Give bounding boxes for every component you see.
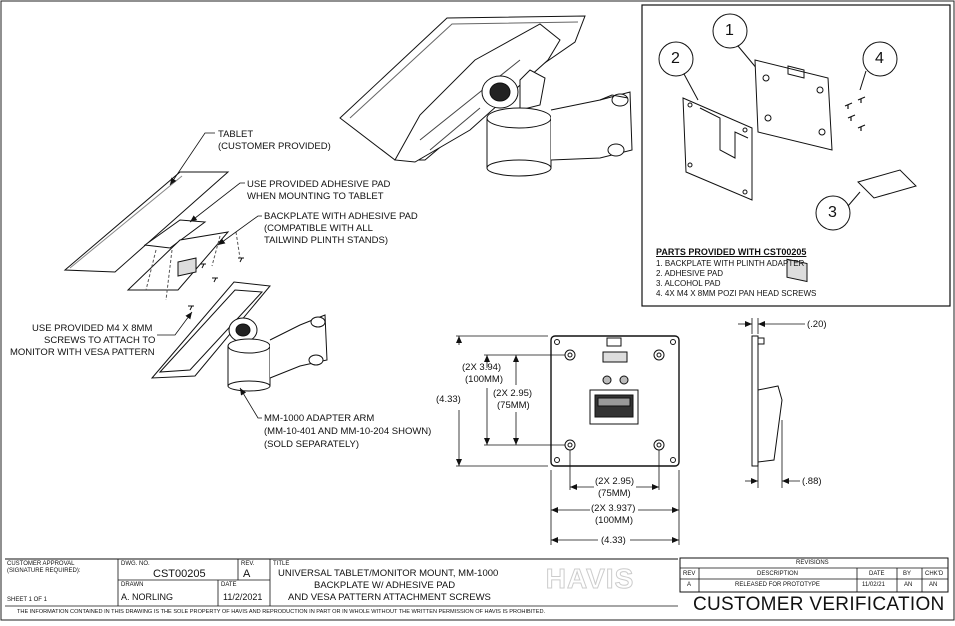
rev-col-chkd: CHK'D [925, 571, 944, 577]
title-block-grid [5, 557, 949, 607]
parts-heading: PARTS PROVIDED WITH CST00205 [656, 247, 807, 257]
customer-verification-stamp: CUSTOMER VERIFICATION [693, 594, 945, 615]
balloon-1-label: 1 [725, 22, 734, 39]
balloon-2-label: 2 [671, 50, 680, 67]
callout-screws-line3: MONITOR WITH VESA PATTERN [10, 347, 155, 358]
balloon-4-label: 4 [875, 50, 884, 67]
front-view [550, 335, 680, 467]
callout-tablet-line2: (CUSTOMER PROVIDED) [218, 141, 331, 152]
tb-approval-line2: (SIGNATURE REQUIRED): [7, 568, 81, 574]
dim-horiz-433: (4.33) [601, 535, 626, 546]
tb-sheet: SHEET 1 OF 1 [7, 597, 47, 603]
assembled-mount-view [339, 15, 633, 177]
parts-item-2: 2. ADHESIVE PAD [656, 269, 723, 278]
callout-backplate-line2: (COMPATIBLE WITH ALL [264, 223, 373, 234]
parts-item-4: 4. 4X M4 X 8MM POZI PAN HEAD SCREWS [656, 289, 817, 298]
dim-vert-295-b: (75MM) [497, 400, 530, 411]
rev-header: REVISIONS [796, 560, 829, 566]
callout-arm-line2: (MM-10-401 AND MM-10-204 SHOWN) [264, 426, 432, 437]
rev-row-rev: A [687, 582, 692, 588]
dim-horiz-295-a: (2X 2.95) [595, 476, 635, 487]
tb-dwg-no: CST00205 [153, 568, 206, 580]
callout-backplate-line3: TAILWIND PLINTH STANDS) [264, 235, 389, 246]
tablet-outline [63, 171, 230, 273]
balloon-2 [658, 41, 694, 77]
rev-row-by: AN [904, 582, 913, 588]
dim-vert-433: (4.33) [436, 394, 461, 405]
dim-side-88: (.88) [802, 476, 822, 487]
dim-vert-295-a: (2X 2.95) [493, 388, 533, 399]
rev-row-chkd: AN [929, 582, 938, 588]
rev-col-description: DESCRIPTION [757, 571, 799, 577]
tb-notice: THE INFORMATION CONTAINED IN THIS DRAWIN… [17, 609, 546, 615]
balloon-3 [815, 195, 851, 231]
tb-title-line1: UNIVERSAL TABLET/MONITOR MOUNT, MM-1000 [278, 568, 499, 579]
parts-illustration [658, 13, 917, 283]
tb-title-label: TITLE [273, 561, 290, 567]
callout-adhesive-line2: WHEN MOUNTING TO TABLET [247, 191, 384, 202]
dim-horiz-3937-b: (100MM) [595, 515, 634, 526]
callout-screws-line1: USE PROVIDED M4 X 8MM [32, 323, 153, 334]
rev-col-date: DATE [869, 571, 885, 577]
tb-approval-line1: CUSTOMER APPROVAL [7, 561, 75, 567]
parts-box [641, 4, 951, 307]
tb-title-line2: BACKPLATE W/ ADHESIVE PAD [314, 580, 456, 591]
callout-screws-line2: SCREWS TO ATTACH TO [44, 335, 156, 346]
callout-arm-line3: (SOLD SEPARATELY) [264, 439, 360, 450]
havis-logo: HAVIS [546, 563, 635, 594]
callout-arm-line1: MM-1000 ADAPTER ARM [264, 413, 375, 424]
dim-horiz-3937-a: (2X 3.937) [591, 503, 636, 514]
rev-col-rev: REV [683, 571, 696, 577]
tb-rev: A [243, 568, 251, 580]
dim-horiz-295-b: (75MM) [598, 488, 631, 499]
tb-rev-label: REV. [241, 561, 255, 567]
callout-leaders [157, 132, 262, 419]
tb-drawn: A. NORLING [121, 592, 174, 602]
tb-dwg-no-label: DWG. NO. [121, 561, 150, 567]
dim-vert-394-a: (2X 3.94) [462, 362, 502, 373]
dimension-lines [456, 318, 805, 545]
dim-vert-394-b: (100MM) [465, 374, 504, 385]
parts-item-3: 3. ALCOHOL PAD [656, 279, 721, 288]
rev-row-description: RELEASED FOR PROTOTYPE [735, 582, 820, 588]
tb-date: 11/2/2021 [223, 592, 263, 602]
backplate-outline [126, 231, 230, 291]
tb-title-line3: AND VESA PATTERN ATTACHMENT SCREWS [288, 592, 491, 603]
side-view [751, 335, 783, 467]
parts-item-1: 1. BACKPLATE WITH PLINTH ADAPTER [656, 259, 805, 268]
rev-col-by: BY [903, 571, 912, 577]
tb-date-label: DATE [221, 582, 237, 588]
tb-drawn-label: DRAWN [121, 582, 144, 588]
balloon-1 [712, 13, 748, 49]
callout-tablet-line1: TABLET [218, 129, 254, 140]
balloon-3-label: 3 [828, 204, 837, 221]
rev-row-date: 11/02/21 [862, 582, 885, 588]
balloon-4 [862, 41, 898, 77]
exploded-view [63, 171, 328, 392]
dim-side-20: (.20) [807, 319, 827, 330]
callout-backplate-line1: BACKPLATE WITH ADHESIVE PAD [264, 211, 418, 222]
callout-adhesive-line1: USE PROVIDED ADHESIVE PAD [247, 179, 391, 190]
